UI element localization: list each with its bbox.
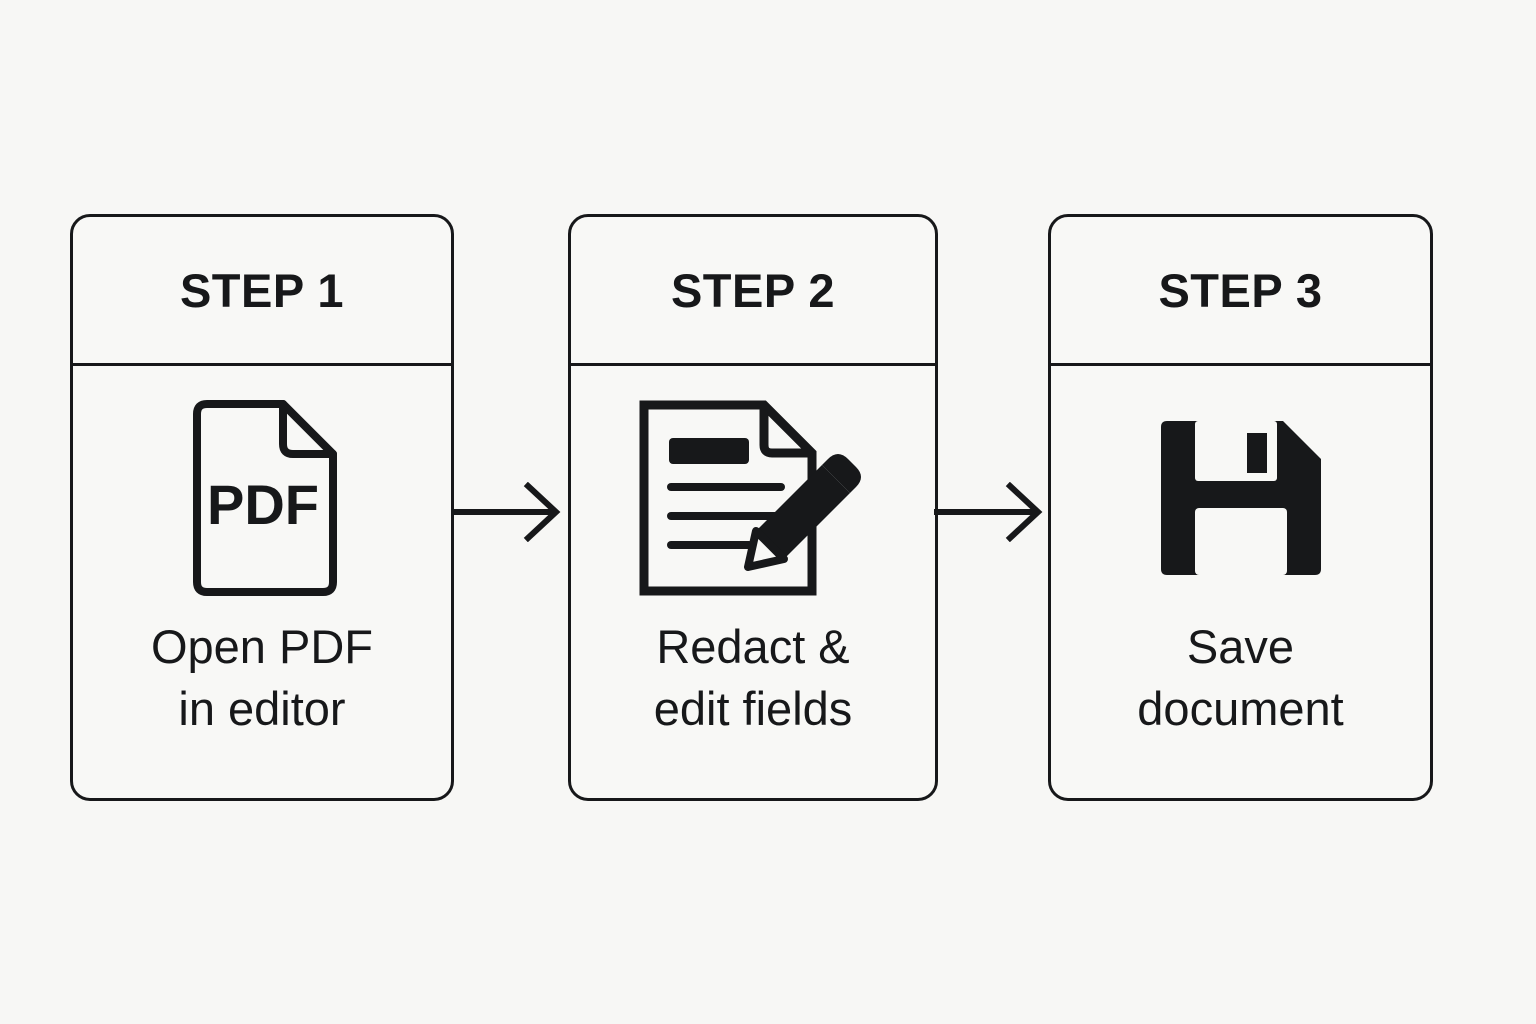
step-card-3-body: Save document xyxy=(1051,366,1430,798)
arrow-right-icon xyxy=(452,481,561,543)
floppy-slot xyxy=(1246,433,1267,473)
floppy-disk-save-icon xyxy=(1160,421,1321,575)
step-card-2-body: Redact & edit fields xyxy=(571,366,935,798)
step-card-3-header-label: STEP 3 xyxy=(1158,263,1323,317)
step-card-2[interactable]: STEP 2 xyxy=(568,214,938,801)
step-card-2-icon-slot xyxy=(636,392,870,604)
step-card-3-icon-slot xyxy=(1155,392,1327,604)
document-redact-edit-icon xyxy=(639,400,861,596)
step-card-1-caption: Open PDF in editor xyxy=(150,620,374,736)
step-card-2-caption: Redact & edit fields xyxy=(653,620,853,736)
pencil-icon xyxy=(744,454,861,571)
connector-arrow-2 xyxy=(934,481,1050,547)
pdf-file-icon: PDF xyxy=(193,400,337,596)
connector-arrow-1 xyxy=(452,481,568,547)
redaction-bar xyxy=(669,438,749,464)
step-card-1-header-label: STEP 1 xyxy=(179,263,345,317)
step-card-1[interactable]: STEP 1 PDF Open PDF in editor xyxy=(70,214,454,801)
step-card-1-body: PDF Open PDF in editor xyxy=(73,366,451,798)
arrow-right-icon xyxy=(934,481,1043,543)
step-card-2-header-label: STEP 2 xyxy=(670,263,836,317)
floppy-label xyxy=(1194,508,1287,575)
step-card-3[interactable]: STEP 3 Save document xyxy=(1048,214,1433,801)
step-card-1-icon-slot: PDF xyxy=(187,392,337,604)
step-card-3-caption: Save document xyxy=(1137,620,1344,736)
step-card-1-header: STEP 1 xyxy=(73,217,451,366)
pdf-icon-text: PDF xyxy=(207,473,319,536)
step-card-3-header: STEP 3 xyxy=(1051,217,1430,366)
step-card-2-header: STEP 2 xyxy=(571,217,935,366)
